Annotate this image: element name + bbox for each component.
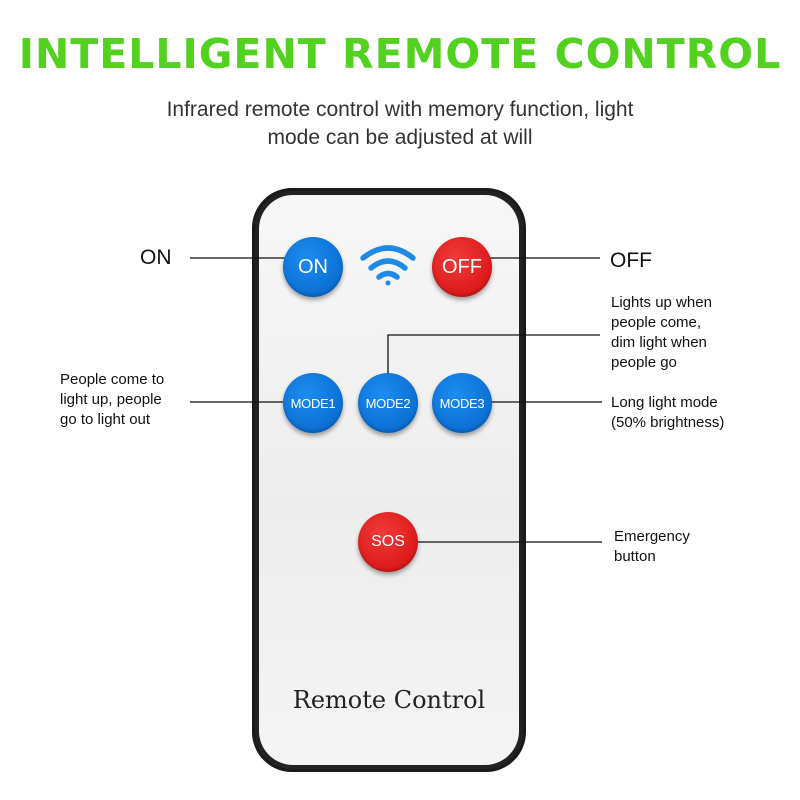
off-button[interactable]: OFF xyxy=(432,237,492,297)
subtitle-line: mode can be adjusted at will xyxy=(267,126,533,149)
on-button[interactable]: ON xyxy=(283,237,343,297)
on-callout: ON xyxy=(140,246,172,269)
mode2-button-label: MODE2 xyxy=(365,395,411,411)
mode2-callout: Lights up when people come, dim light wh… xyxy=(611,293,712,373)
off-button-label: OFF xyxy=(442,255,482,278)
off-callout: OFF xyxy=(610,249,652,272)
mode1-callout: People come to light up, people go to li… xyxy=(60,370,164,430)
mode2-callout-line xyxy=(387,334,600,380)
callout-line-text: Emergency xyxy=(614,528,690,545)
remote-brand-label: Remote Control xyxy=(292,686,486,714)
mode3-button-label: MODE3 xyxy=(439,395,485,411)
on-button-label: ON xyxy=(298,255,328,278)
sos-callout: Emergency button xyxy=(614,527,690,567)
callout-line-text: Long light mode xyxy=(611,394,718,411)
page-subtitle: Infrared remote control with memory func… xyxy=(110,96,690,152)
sos-button[interactable]: SOS xyxy=(358,512,418,572)
callout-line-text: light up, people xyxy=(60,391,162,408)
callout-line-text: People come to xyxy=(60,371,165,388)
mode3-button[interactable]: MODE3 xyxy=(432,373,492,433)
callout-line-text: (50% brightness) xyxy=(611,414,725,431)
callout-line-text: people go xyxy=(611,354,677,371)
wifi-signal-icon xyxy=(360,245,416,286)
subtitle-line: Infrared remote control with memory func… xyxy=(166,98,634,121)
callout-line-text: go to light out xyxy=(60,411,151,428)
mode1-button-label: MODE1 xyxy=(290,395,336,411)
callout-line-text: button xyxy=(614,548,656,565)
callout-line-text: dim light when xyxy=(611,334,707,351)
callout-line-text: people come, xyxy=(611,314,702,331)
page-title: INTELLIGENT REMOTE CONTROL xyxy=(18,30,782,78)
mode2-button[interactable]: MODE2 xyxy=(358,373,418,433)
mode1-button[interactable]: MODE1 xyxy=(283,373,343,433)
mode3-callout: Long light mode (50% brightness) xyxy=(611,393,724,433)
sos-button-label: SOS xyxy=(371,533,405,550)
callout-line-text: Lights up when xyxy=(611,294,712,311)
